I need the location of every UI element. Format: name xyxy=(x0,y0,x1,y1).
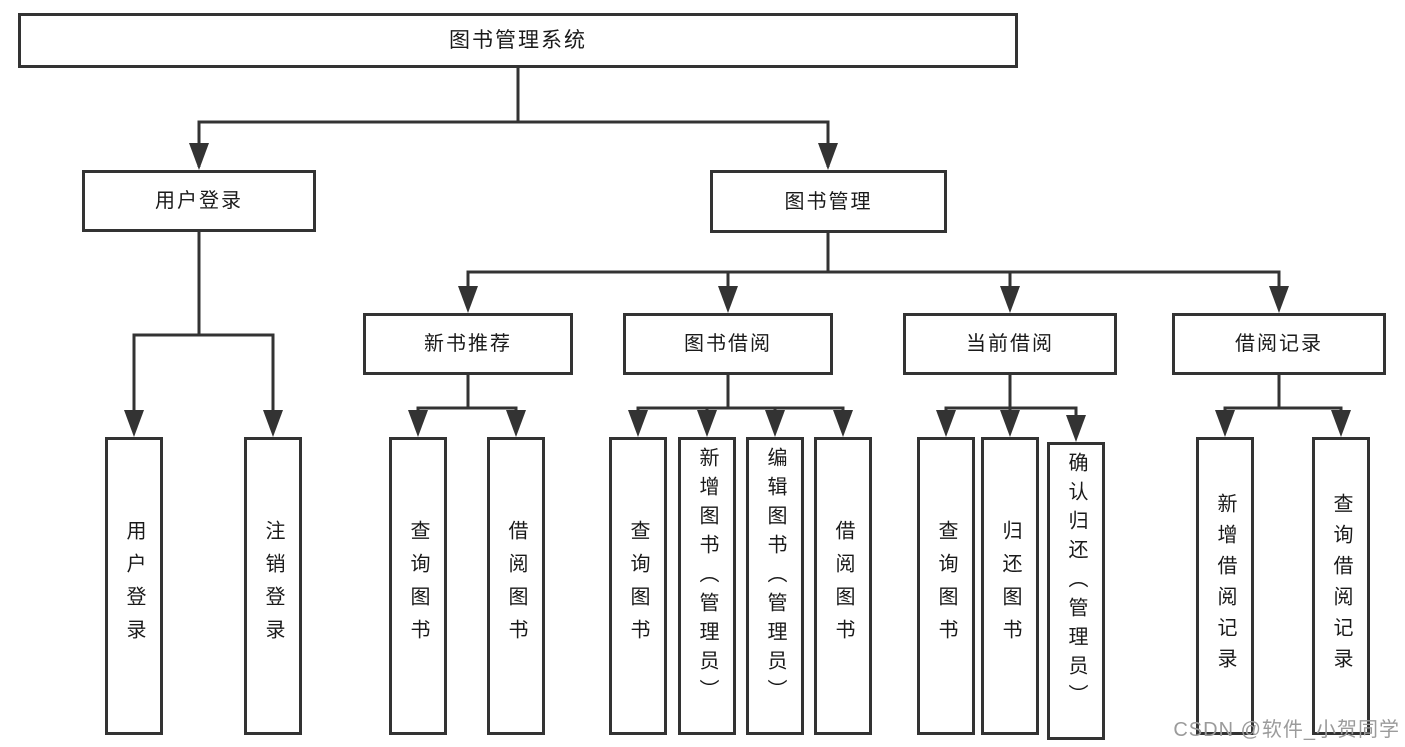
connector-book-management-branch xyxy=(466,233,1281,309)
csdn-watermark: CSDN @软件_小贺同学 xyxy=(1173,719,1400,741)
connector-user-login-branch xyxy=(132,232,275,433)
arrowhead xyxy=(628,410,648,437)
connector-borrowing-records-branch xyxy=(1223,375,1343,433)
arrowhead xyxy=(263,410,283,437)
arrowhead xyxy=(1269,286,1289,313)
arrowhead xyxy=(697,410,717,437)
arrowhead xyxy=(1331,410,1351,437)
arrowhead xyxy=(189,143,209,170)
leaf-query-books-borrowing: 查询图书 xyxy=(609,437,667,735)
leaf-borrow-books-recommend: 借阅图书 xyxy=(487,437,545,735)
connector-current-borrowing-branch xyxy=(944,375,1078,433)
node-library-management-system: 图书管理系统 xyxy=(18,13,1018,68)
node-borrowing-records: 借阅记录 xyxy=(1172,313,1386,375)
leaf-add-borrow-record: 新增借阅记录 xyxy=(1196,437,1254,735)
leaf-query-borrow-record: 查询借阅记录 xyxy=(1312,437,1370,735)
arrowhead xyxy=(1000,410,1020,437)
arrowhead xyxy=(936,410,956,437)
node-book-borrowing: 图书借阅 xyxy=(623,313,833,375)
arrowhead xyxy=(458,286,478,313)
leaf-edit-books-admin: 编辑图书（管理员） xyxy=(746,437,804,735)
connector-book-borrowing-branch xyxy=(636,375,845,433)
arrowhead xyxy=(506,410,526,437)
node-book-management: 图书管理 xyxy=(710,170,947,233)
leaf-return-books: 归还图书 xyxy=(981,437,1039,735)
node-new-book-recommend: 新书推荐 xyxy=(363,313,573,375)
arrowhead xyxy=(408,410,428,437)
arrowhead xyxy=(818,143,838,170)
leaf-confirm-return-admin: 确认归还（管理员） xyxy=(1047,442,1105,740)
leaf-add-books-admin: 新增图书（管理员） xyxy=(678,437,736,735)
leaf-query-books-current: 查询图书 xyxy=(917,437,975,735)
leaf-borrow-books: 借阅图书 xyxy=(814,437,872,735)
leaf-user-login: 用户登录 xyxy=(105,437,163,735)
leaf-logout: 注销登录 xyxy=(244,437,302,735)
node-user-login: 用户登录 xyxy=(82,170,316,232)
arrowhead xyxy=(1215,410,1235,437)
leaf-query-books-recommend: 查询图书 xyxy=(389,437,447,735)
connector-root-to-level2 xyxy=(197,66,830,167)
arrowhead xyxy=(124,410,144,437)
arrowhead xyxy=(1000,286,1020,313)
arrowhead xyxy=(833,410,853,437)
arrowhead xyxy=(765,410,785,437)
arrowhead xyxy=(718,286,738,313)
connector-new-book-branch xyxy=(416,375,518,433)
node-current-borrowing: 当前借阅 xyxy=(903,313,1117,375)
arrowhead xyxy=(1066,415,1086,442)
